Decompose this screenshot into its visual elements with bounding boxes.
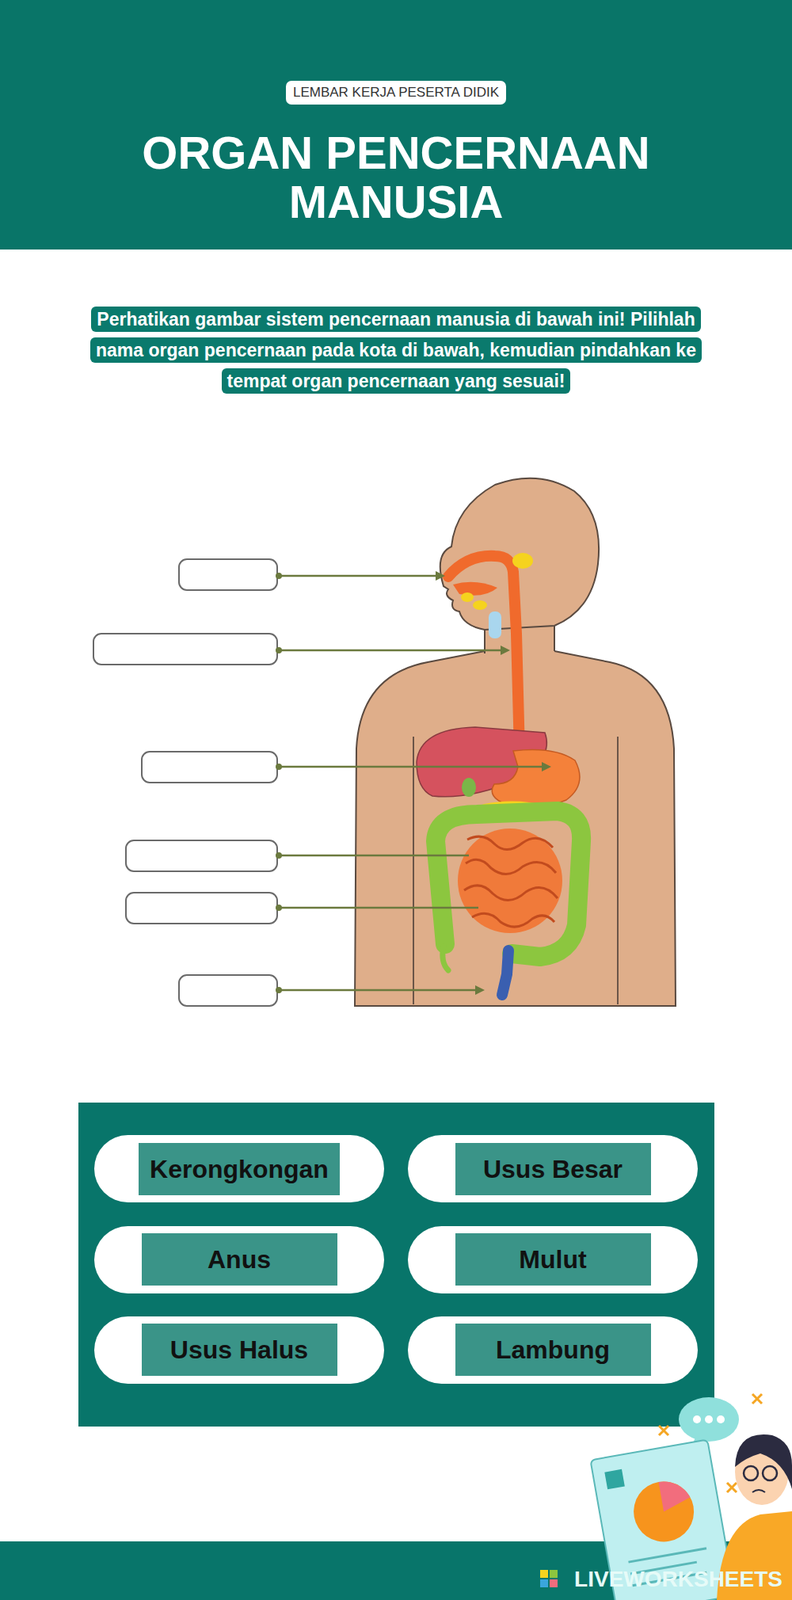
chip-label: Usus Besar xyxy=(483,1154,623,1184)
answer-box xyxy=(125,840,278,872)
arrow-head xyxy=(475,985,485,995)
logo-square xyxy=(549,1569,558,1578)
chip-label: Lambung xyxy=(495,1335,610,1364)
answer-chip: Usus Besar xyxy=(455,1142,652,1196)
logo-square xyxy=(549,1579,558,1588)
dot xyxy=(704,1415,713,1424)
pill xyxy=(407,1134,698,1203)
answer-boxes xyxy=(93,559,278,1006)
answer-chip: Lambung xyxy=(455,1323,652,1376)
leader-line xyxy=(278,574,438,578)
chip-label: Mulut xyxy=(518,1245,587,1274)
chip-label: Anus xyxy=(207,1245,271,1274)
rectum-anus xyxy=(502,950,509,995)
arrow-head xyxy=(435,571,446,581)
tongue xyxy=(453,582,498,596)
watermark-logo: LIVEWORKSHEETS xyxy=(574,1566,783,1592)
arrow-head xyxy=(500,645,511,655)
leader-dot xyxy=(275,647,282,654)
trachea xyxy=(488,611,502,639)
leader-line xyxy=(278,649,503,652)
answer-box xyxy=(178,974,278,1006)
salivary-gland xyxy=(512,552,534,569)
leader-line xyxy=(278,765,544,769)
answer-box xyxy=(93,633,278,665)
chip-label: Kerongkongan xyxy=(149,1154,329,1184)
leader-dot xyxy=(275,904,282,911)
answer-chip: Anus xyxy=(141,1233,338,1286)
instruction-wrap: Perhatikan gambar sistem pencernaan manu… xyxy=(71,304,721,397)
leader-line xyxy=(278,989,477,992)
title-wrap: ORGAN PENCERNAAN MANUSIA xyxy=(0,128,792,227)
pill xyxy=(407,1226,698,1294)
instruction-text: Perhatikan gambar sistem pencernaan manu… xyxy=(90,306,702,394)
image-ground xyxy=(78,449,715,1036)
leader-lines xyxy=(275,571,552,995)
answer-box xyxy=(125,892,278,924)
header-band xyxy=(0,0,792,250)
digestive-organs xyxy=(416,552,582,995)
logo-square xyxy=(540,1579,549,1588)
leader-dot xyxy=(275,986,282,994)
hair xyxy=(734,1434,792,1489)
pill xyxy=(94,1134,385,1203)
mouth xyxy=(752,1489,766,1493)
badge-wrap: LEMBAR KERJA PESERTA DIDIK xyxy=(0,80,792,105)
title: ORGAN PENCERNAAN MANUSIA xyxy=(95,128,697,227)
answer-box xyxy=(141,751,278,783)
dot xyxy=(716,1415,725,1424)
answer-box xyxy=(178,559,278,591)
arrow-head xyxy=(541,761,552,772)
answer-chip: Mulut xyxy=(455,1233,652,1286)
answer-panel xyxy=(78,1102,715,1427)
pill xyxy=(407,1316,698,1384)
leader-line xyxy=(278,906,479,910)
chip-label: Usus Halus xyxy=(170,1335,309,1364)
esophagus xyxy=(448,555,520,753)
small-intestine xyxy=(457,828,563,933)
leader-dot xyxy=(275,763,282,770)
leader-line xyxy=(278,854,469,857)
glasses xyxy=(762,1465,777,1481)
salivary-gland xyxy=(460,592,474,602)
pill xyxy=(94,1316,385,1384)
large-intestine xyxy=(435,811,582,957)
answer-pills xyxy=(94,1134,698,1384)
logo-square xyxy=(540,1569,549,1578)
leader-dot xyxy=(275,852,282,859)
answer-chip: Usus Halus xyxy=(141,1323,338,1376)
appendix xyxy=(442,946,449,971)
intestine-coils xyxy=(464,836,558,927)
glasses xyxy=(743,1465,758,1481)
pill xyxy=(94,1226,385,1294)
paper-icon xyxy=(604,1469,625,1489)
dot xyxy=(693,1415,701,1424)
answer-chip: Kerongkongan xyxy=(138,1142,340,1196)
gallbladder xyxy=(461,777,476,797)
pie-chart xyxy=(628,1476,699,1546)
logo-icon xyxy=(540,1569,558,1588)
salivary-gland xyxy=(472,600,488,610)
leader-dot xyxy=(275,572,282,579)
pie-slice xyxy=(658,1477,693,1512)
worksheet-badge: LEMBAR KERJA PESERTA DIDIK xyxy=(285,80,507,105)
human-body xyxy=(354,478,676,1006)
speech-bubble xyxy=(678,1397,739,1442)
stomach xyxy=(491,750,580,808)
